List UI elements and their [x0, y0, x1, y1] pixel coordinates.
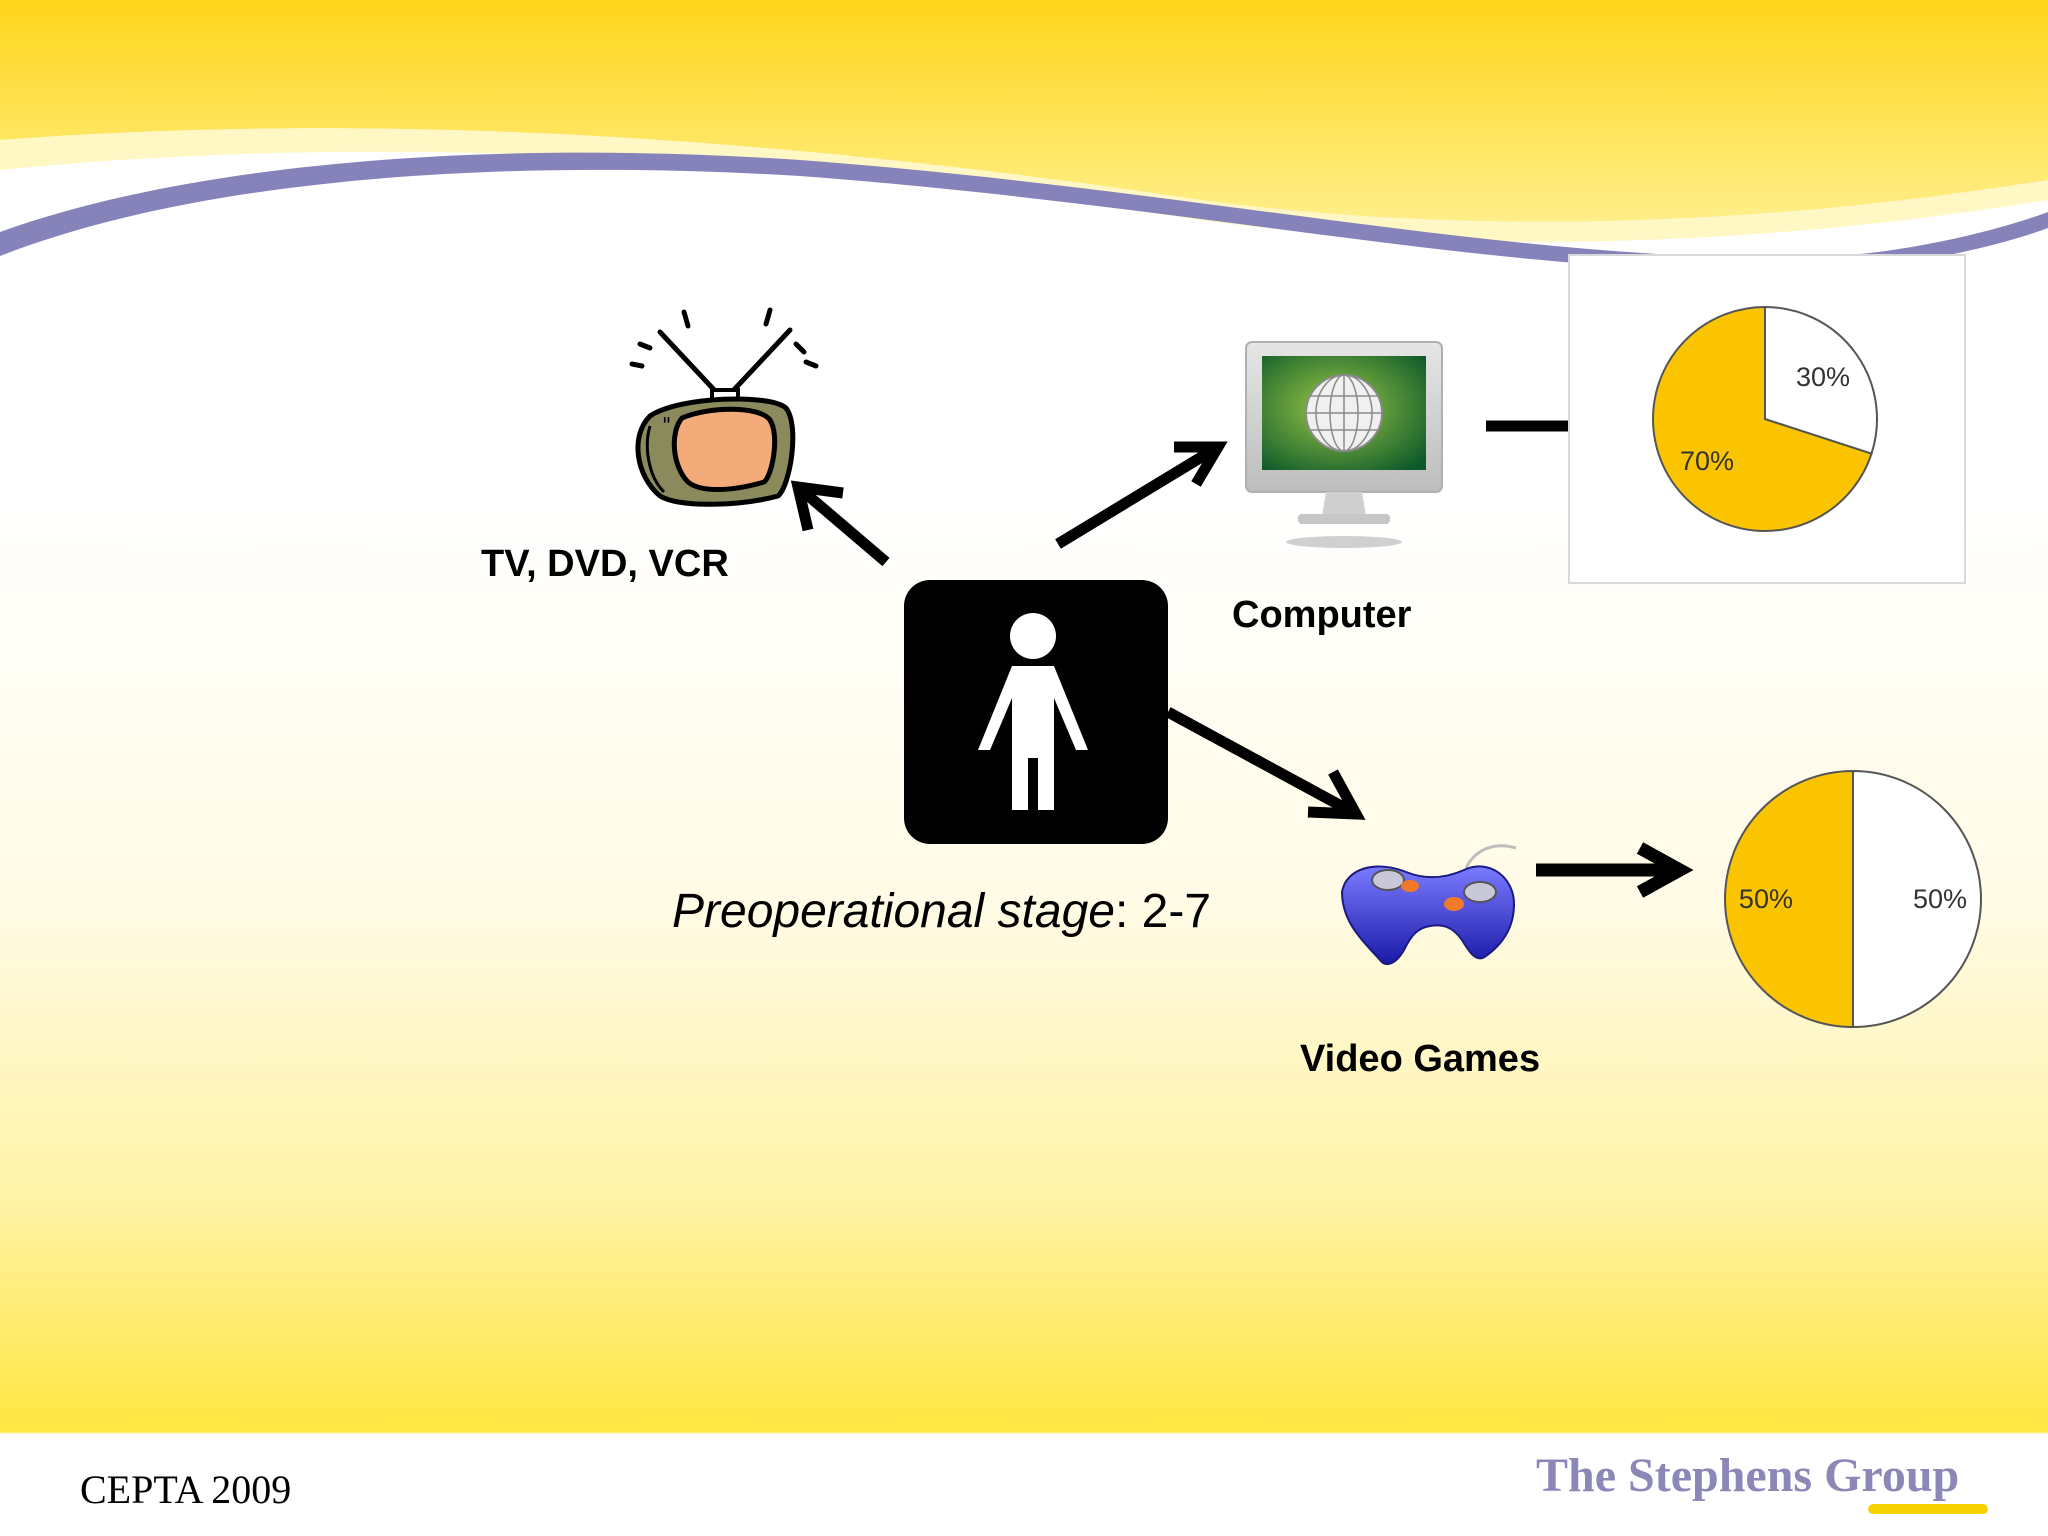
arrow-to-tv	[790, 480, 890, 567]
pie-chart-video-games: 50% 50%	[1724, 769, 1982, 1029]
stage-caption-rest: : 2-7	[1114, 885, 1212, 938]
gamepad-icon	[1340, 844, 1517, 966]
node-label-computer: Computer	[1232, 594, 1412, 636]
stage-caption-italic: Preoperational stage	[672, 885, 1115, 938]
footer-left-text: CEPTA 2009	[80, 1467, 292, 1512]
pie-slice-label: 30%	[1796, 362, 1850, 392]
pie-slice-label: 70%	[1680, 446, 1734, 476]
arrow-games-to-pie	[1536, 842, 1694, 898]
pie-slice	[1652, 305, 1873, 532]
pie-slice-label: 50%	[1913, 884, 1967, 914]
pie-slice	[1852, 769, 1982, 1029]
stage-caption: Preoperational stage: 2-7	[672, 884, 1211, 939]
retro-tv-icon: "	[629, 307, 819, 507]
arrow-to-computer	[1055, 441, 1228, 549]
node-label-video-games: Video Games	[1300, 1038, 1541, 1080]
pie-slice-label: 50%	[1739, 884, 1793, 914]
footer-logo-text: The Stephens Group	[1536, 1449, 1960, 1502]
pie-slice	[1724, 769, 1854, 1029]
pie-slice	[1764, 305, 1878, 455]
footer-logo-underline	[1868, 1504, 1988, 1514]
computer-monitor-globe-icon	[1245, 341, 1443, 548]
pie-chart-computer: 70% 30%	[1652, 305, 1878, 532]
arrow-to-video-games	[1165, 707, 1366, 820]
node-label-tv: TV, DVD, VCR	[481, 543, 729, 585]
svg-text:": "	[662, 413, 671, 437]
person-icon	[904, 580, 1168, 844]
